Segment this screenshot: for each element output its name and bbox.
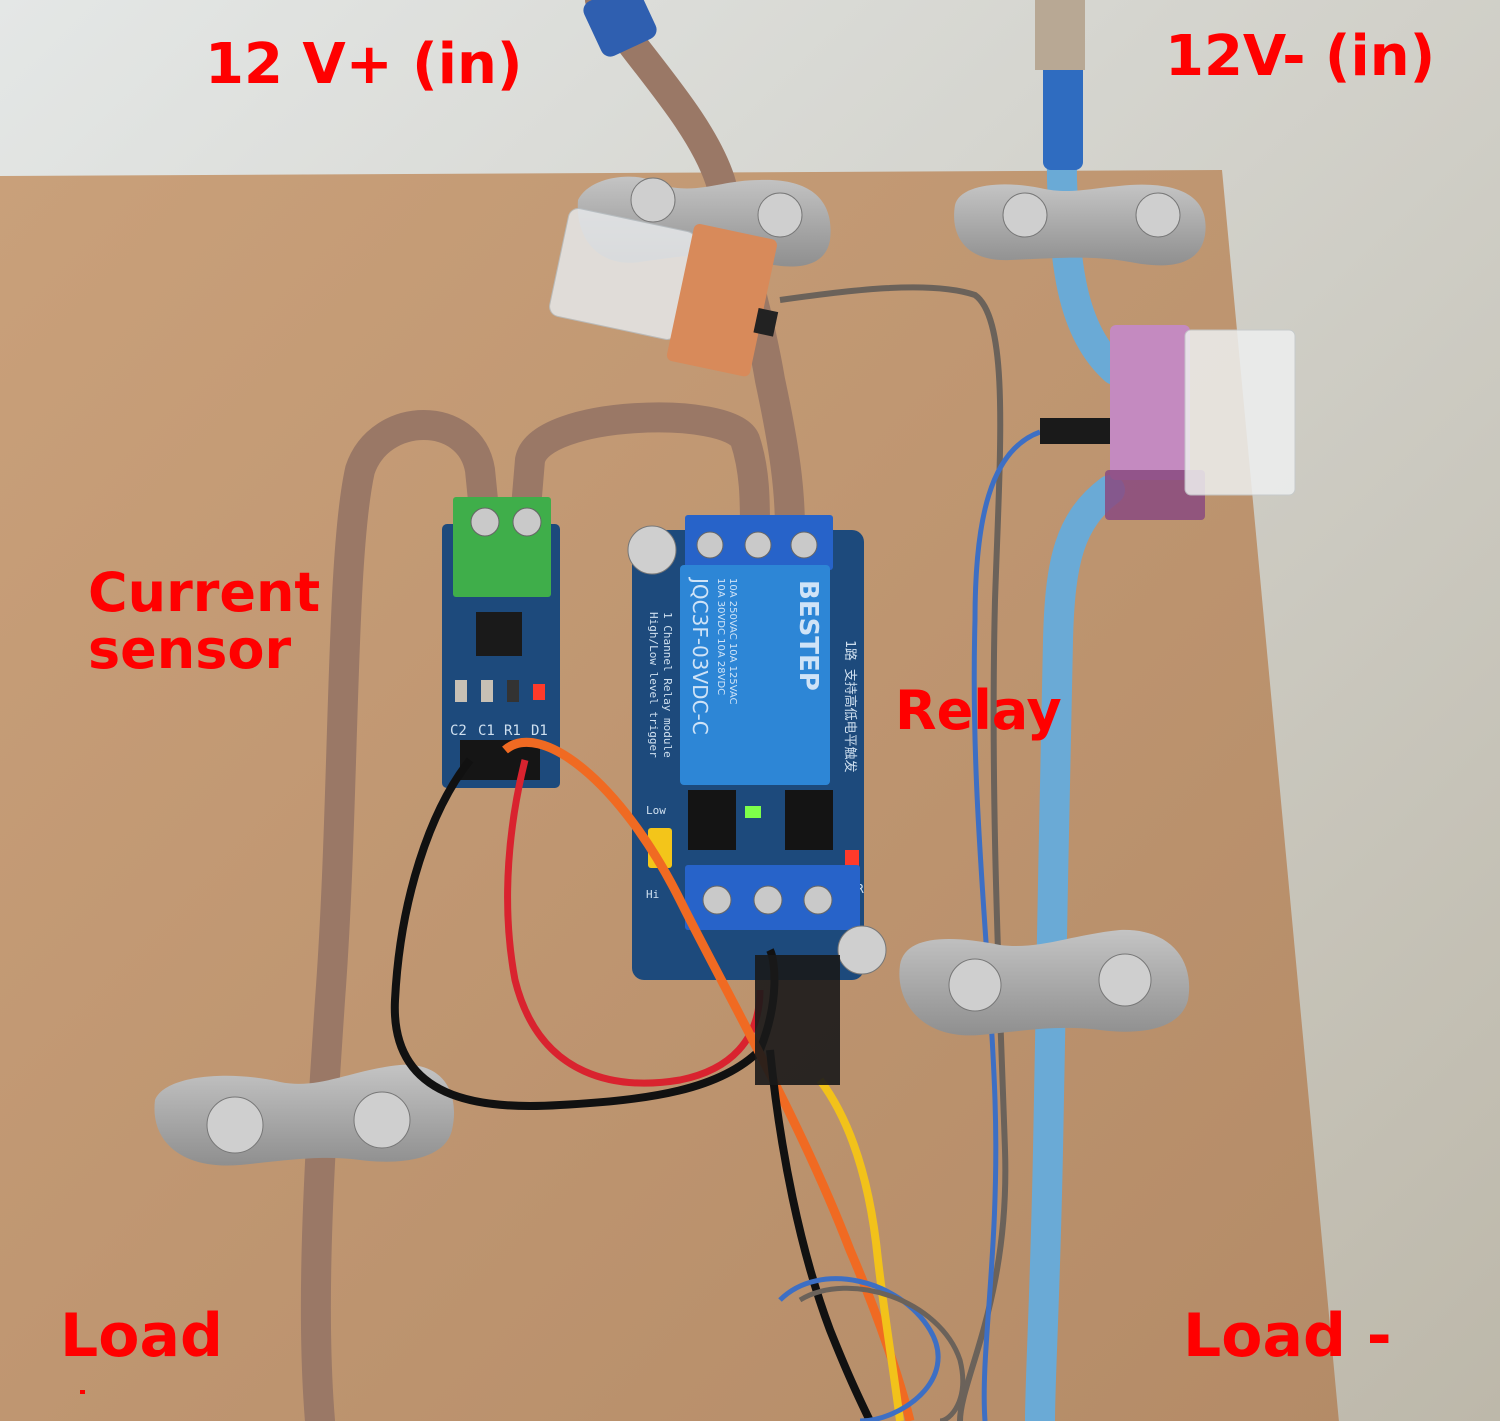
label-current-sensor-line1: Current	[88, 561, 321, 624]
jumper-low-label: Low	[646, 804, 666, 817]
relay-brand: BESTEP	[793, 580, 823, 691]
sensor-chip	[476, 612, 522, 656]
dupont-connector-right	[1040, 418, 1110, 444]
sensor-led	[533, 684, 545, 700]
brown-wire-loop-left	[300, 410, 500, 1421]
wire-bundle-blue	[778, 1276, 941, 1421]
label-load-minus: Load -	[1183, 1301, 1392, 1371]
clamp-bottom-left	[154, 1064, 455, 1166]
wire-bundle-brown	[798, 1285, 966, 1421]
lever-connector-orange	[549, 208, 779, 377]
sensor-silkscreen-d1: D1	[531, 723, 548, 739]
label-load-fragment	[80, 1390, 85, 1394]
sensor-silkscreen-c1: C1	[478, 723, 495, 739]
pwr-led	[845, 850, 859, 866]
relay-pcb-text-1: 1 Channel Relay module	[661, 612, 674, 758]
relay-pcb-text-cn: 1路 支持高低电平触发	[842, 640, 858, 773]
clamp-top-right	[954, 184, 1206, 266]
dupont-connectors-relay	[755, 955, 840, 1085]
jumper-wire-yellow	[816, 1077, 904, 1421]
relay-rating-2: 10A 30VDC 10A 28VDC	[715, 578, 726, 695]
label-load: Load	[60, 1301, 223, 1371]
clamp-bottom-right	[899, 929, 1190, 1036]
current-sensor-module: C2 C1 R1 D1	[442, 497, 560, 788]
lever-connector-pink	[1105, 325, 1296, 520]
sensor-silkscreen-r1: R1	[504, 723, 521, 739]
blue-ferrule-right	[1043, 60, 1083, 170]
thin-grey-wire	[779, 284, 1009, 1421]
optocoupler-right	[785, 790, 833, 850]
brown-wire-loop-right	[510, 402, 770, 545]
blue-ferrule-top	[583, 0, 657, 57]
relay-body	[680, 565, 830, 785]
optocoupler-left	[688, 790, 736, 850]
jumper-wire-red	[504, 759, 764, 1087]
relay-status-led	[745, 806, 761, 818]
wire-lug-top-right	[1035, 0, 1085, 70]
thin-blue-wire	[971, 429, 1041, 1421]
label-current-sensor: Current sensor	[88, 561, 321, 681]
label-current-sensor-line2: sensor	[88, 617, 292, 681]
label-relay: Relay	[895, 679, 1062, 742]
relay-rating-1: 10A 250VAC 10A 125VAC	[727, 578, 738, 705]
label-12v-minus-in: 12V- (in)	[1165, 24, 1436, 89]
relay-module: BESTEP JQC3F-03VDC-C 10A 250VAC 10A 125V…	[627, 515, 887, 980]
sensor-silkscreen-c2: C2	[450, 723, 467, 739]
relay-model: JQC3F-03VDC-C	[688, 576, 712, 735]
label-12v-plus-in: 12 V+ (in)	[205, 32, 523, 97]
relay-pcb-text-2: High/Low level trigger	[647, 612, 660, 758]
jumper-wire-orange	[502, 737, 915, 1421]
jumper-high-label: Hi	[646, 888, 659, 901]
